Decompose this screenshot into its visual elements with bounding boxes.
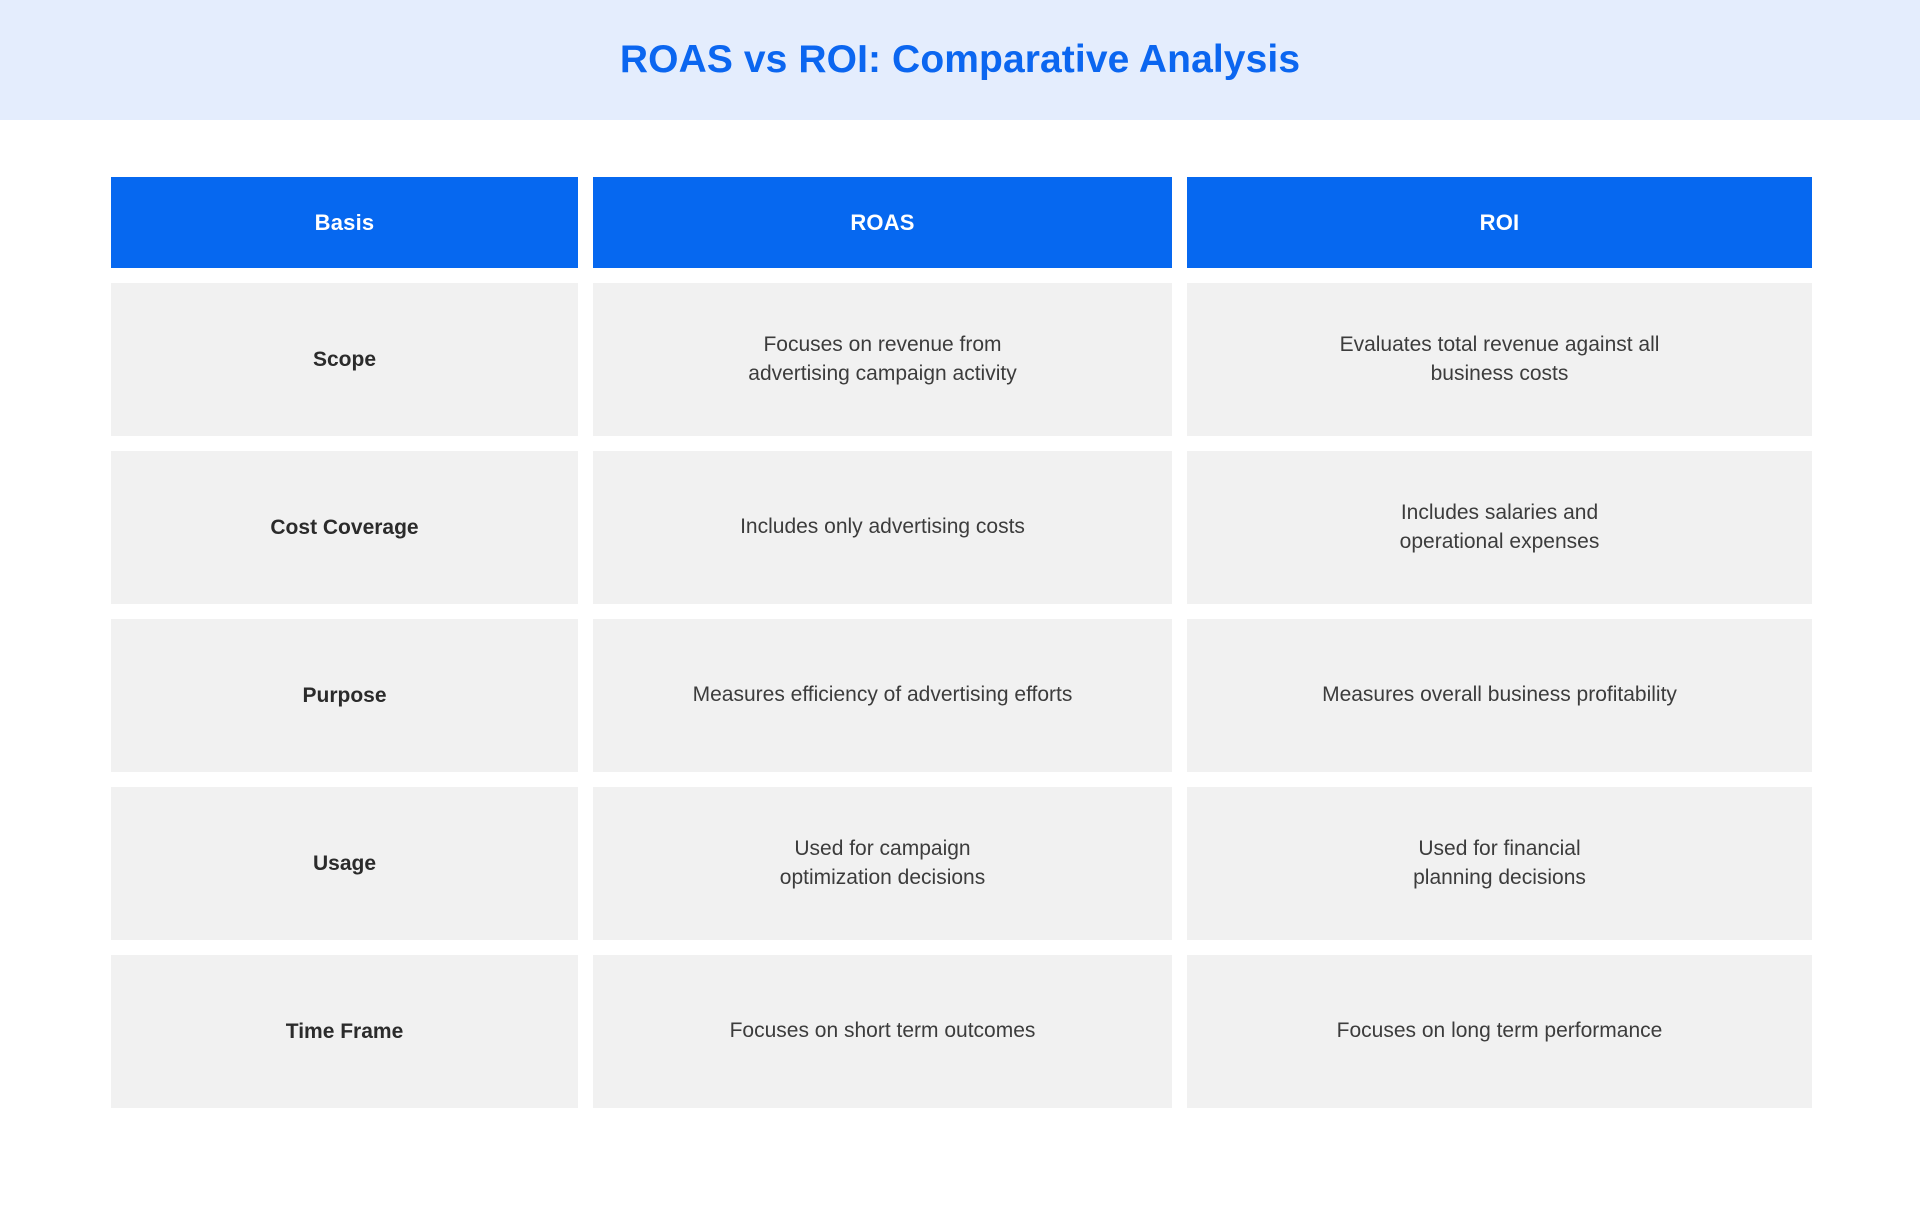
column-header-roi-label: ROI: [1479, 209, 1520, 235]
cell-basis: Scope: [111, 283, 578, 436]
roas-value: Focuses on revenue from advertising camp…: [748, 333, 1017, 385]
cell-roi: Used for financial planning decisions: [1187, 787, 1812, 940]
basis-label: Purpose: [302, 683, 387, 707]
column-header-basis-label: Basis: [314, 209, 375, 235]
cell-roi: Focuses on long term performance: [1187, 955, 1812, 1108]
cell-roas: Measures efficiency of advertising effor…: [593, 619, 1172, 772]
comparison-table-container: Basis ROAS ROI Scope Focuses on revenue …: [0, 120, 1920, 1226]
basis-label: Time Frame: [285, 1019, 404, 1043]
cell-basis: Time Frame: [111, 955, 578, 1108]
comparison-table: Basis ROAS ROI Scope Focuses on revenue …: [111, 177, 1812, 1108]
cell-roas: Includes only advertising costs: [593, 451, 1172, 604]
column-header-roi: ROI: [1187, 177, 1812, 268]
title-banner: ROAS vs ROI: Comparative Analysis: [0, 0, 1920, 120]
column-header-roas-label: ROAS: [850, 209, 915, 235]
page-title: ROAS vs ROI: Comparative Analysis: [619, 37, 1301, 81]
cell-roas: Used for campaign optimization decisions: [593, 787, 1172, 940]
table-row: Time Frame Focuses on short term outcome…: [111, 955, 1812, 1108]
roas-value: Used for campaign optimization decisions: [779, 837, 986, 889]
cell-basis: Purpose: [111, 619, 578, 772]
cell-basis: Usage: [111, 787, 578, 940]
table-row: Purpose Measures efficiency of advertisi…: [111, 619, 1812, 772]
cell-roas: Focuses on short term outcomes: [593, 955, 1172, 1108]
table-row: Usage Used for campaign optimization dec…: [111, 787, 1812, 940]
basis-label: Usage: [312, 851, 377, 875]
roi-value: Used for financial planning decisions: [1413, 837, 1586, 889]
cell-roi: Evaluates total revenue against all busi…: [1187, 283, 1812, 436]
cell-roas: Focuses on revenue from advertising camp…: [593, 283, 1172, 436]
column-header-basis: Basis: [111, 177, 578, 268]
table-header-row: Basis ROAS ROI: [111, 177, 1812, 268]
table-row: Cost Coverage Includes only advertising …: [111, 451, 1812, 604]
roas-value: Focuses on short term outcomes: [729, 1019, 1036, 1043]
roi-value: Includes salaries and operational expens…: [1399, 501, 1600, 553]
roi-value: Measures overall business profitability: [1322, 683, 1677, 707]
cell-roi: Includes salaries and operational expens…: [1187, 451, 1812, 604]
basis-label: Cost Coverage: [270, 515, 419, 539]
table-row: Scope Focuses on revenue from advertisin…: [111, 283, 1812, 436]
cell-basis: Cost Coverage: [111, 451, 578, 604]
basis-label: Scope: [312, 347, 377, 371]
roi-value: Focuses on long term performance: [1336, 1019, 1663, 1043]
roi-value: Evaluates total revenue against all busi…: [1339, 333, 1660, 385]
cell-roi: Measures overall business profitability: [1187, 619, 1812, 772]
roas-value: Includes only advertising costs: [740, 515, 1025, 539]
roas-value: Measures efficiency of advertising effor…: [692, 683, 1073, 707]
column-header-roas: ROAS: [593, 177, 1172, 268]
